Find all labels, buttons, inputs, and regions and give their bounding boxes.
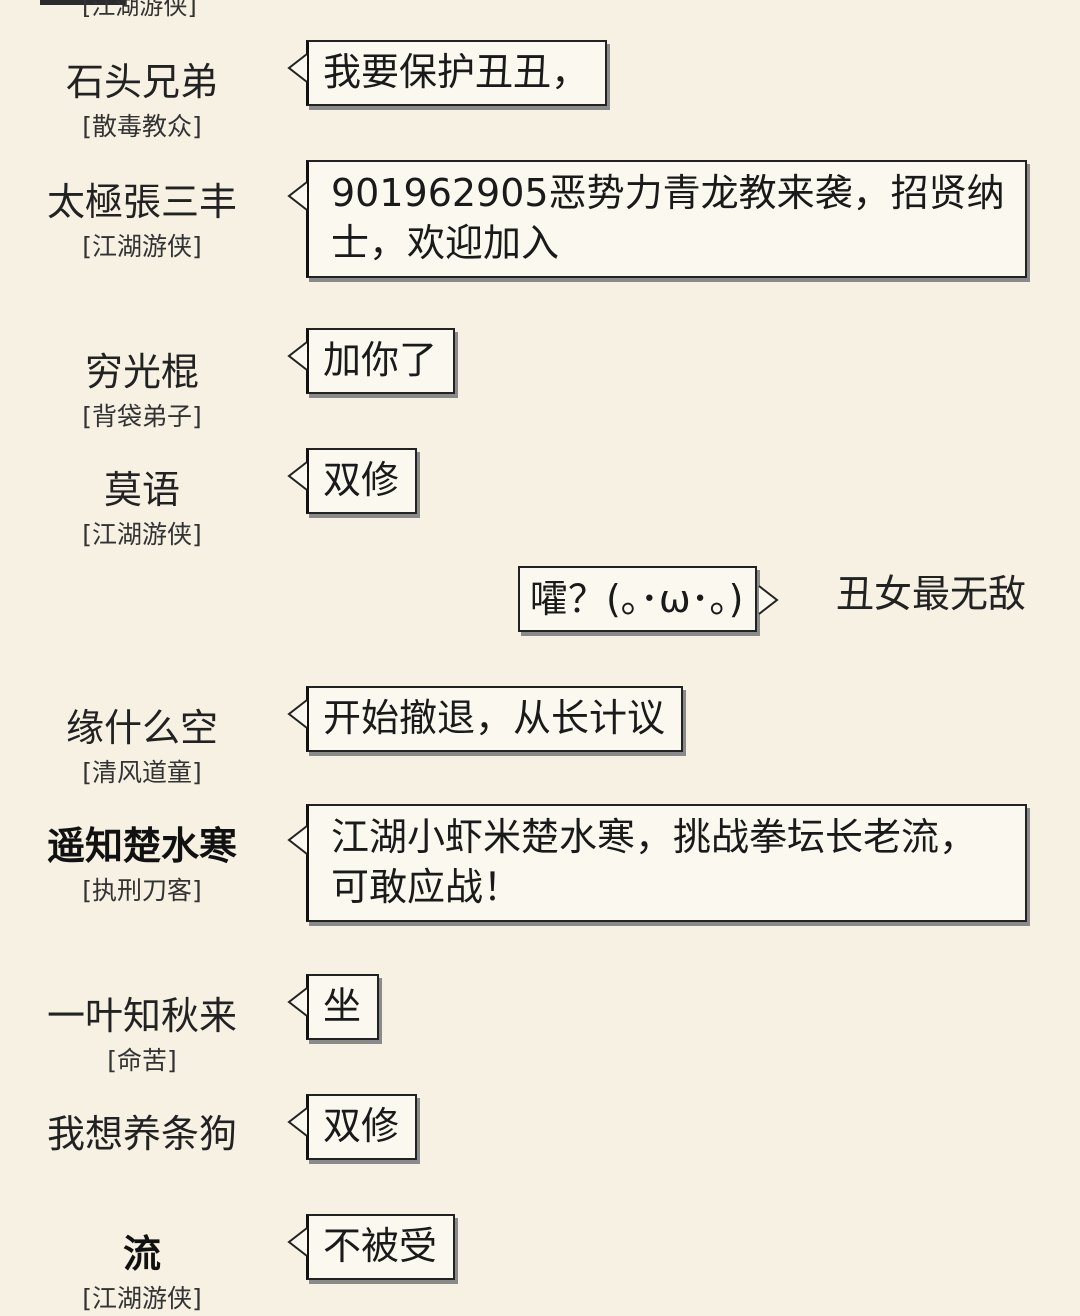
message-bubble[interactable]: 坐	[287, 974, 380, 1040]
sender-name[interactable]: 一叶知秋来	[46, 994, 237, 1038]
bubble-tail-icon	[287, 824, 309, 856]
sender-info: 石头兄弟 [散毒教众]	[30, 58, 254, 144]
sender-info: 遥知楚水寒 [执刑刀客]	[30, 822, 254, 908]
bubble-tail-icon	[287, 52, 309, 84]
sender-info: 太極張三丰 [江湖游侠]	[30, 178, 254, 264]
message-text: 我要保护丑丑，	[323, 50, 590, 94]
message-text: 坐	[323, 984, 362, 1028]
sender-info: 我想养条狗	[30, 1110, 254, 1158]
sender-title: [执刑刀客]	[82, 876, 202, 905]
bubble-tail-icon	[287, 340, 309, 372]
sender-name[interactable]: 太極張三丰	[46, 180, 237, 224]
message-bubble[interactable]: 嚯？(｡･ω･｡)	[518, 566, 780, 632]
sender-info: 穷光棍 [背袋弟子]	[30, 348, 254, 434]
bubble-tail-icon	[287, 460, 309, 492]
sender-name[interactable]: 我想养条狗	[46, 1112, 237, 1156]
message-bubble[interactable]: 901962905恶势力青龙教来袭，招贤纳士，欢迎加入	[287, 160, 1027, 278]
message-text: 嚯？(｡･ω･｡)	[530, 577, 744, 621]
sender-info: 流 [江湖游侠]	[30, 1230, 254, 1316]
message-bubble[interactable]: 江湖小虾米楚水寒，挑战拳坛长老流，可敢应战！	[287, 804, 1027, 922]
message-text: 加你了	[323, 338, 438, 382]
message-text: 双修	[323, 1104, 400, 1148]
bubble-tail-icon	[287, 180, 309, 212]
top-bar-fragment	[40, 0, 126, 5]
sender-name[interactable]: 莫语	[103, 468, 180, 512]
sender-title: [江湖游侠]	[82, 520, 202, 549]
message-bubble[interactable]: 双修	[287, 448, 418, 514]
message-bubble[interactable]: 不被受	[287, 1214, 456, 1280]
sender-title: [江湖游侠]	[82, 232, 202, 261]
sender-title-cut: [江湖游侠]	[82, 0, 197, 20]
message-text: 开始撤退，从长计议	[323, 696, 666, 740]
sender-info: 一叶知秋来 [命苦]	[30, 992, 254, 1078]
bubble-tail-icon	[287, 698, 309, 730]
sender-title: [清风道童]	[82, 758, 202, 787]
message-text: 不被受	[323, 1224, 438, 1268]
sender-name[interactable]: 丑女最无敌	[836, 572, 1027, 616]
sender-info: 缘什么空 [清风道童]	[30, 704, 254, 790]
bubble-tail-icon	[757, 578, 780, 615]
sender-name[interactable]: 缘什么空	[65, 706, 218, 750]
sender-title: [背袋弟子]	[82, 402, 202, 431]
bubble-tail-icon	[287, 986, 309, 1018]
message-bubble[interactable]: 双修	[287, 1094, 418, 1160]
sender-name[interactable]: 石头兄弟	[65, 60, 218, 104]
message-text: 江湖小虾米楚水寒，挑战拳坛长老流，可敢应战！	[331, 815, 978, 909]
sender-title: [散毒教众]	[82, 112, 202, 141]
sender-title: [命苦]	[107, 1046, 177, 1075]
message-bubble[interactable]: 开始撤退，从长计议	[287, 686, 684, 752]
sender-info: 莫语 [江湖游侠]	[30, 466, 254, 552]
bubble-tail-icon	[287, 1106, 309, 1138]
message-text: 901962905恶势力青龙教来袭，招贤纳士，欢迎加入	[331, 171, 1005, 265]
bubble-tail-icon	[287, 1226, 309, 1258]
message-text: 双修	[323, 458, 400, 502]
sender-name[interactable]: 遥知楚水寒	[46, 824, 237, 868]
sender-name[interactable]: 流	[122, 1232, 161, 1276]
message-bubble[interactable]: 我要保护丑丑，	[287, 40, 608, 106]
sender-name[interactable]: 穷光棍	[84, 350, 199, 394]
message-bubble[interactable]: 加你了	[287, 328, 456, 394]
sender-title: [江湖游侠]	[82, 1284, 202, 1313]
